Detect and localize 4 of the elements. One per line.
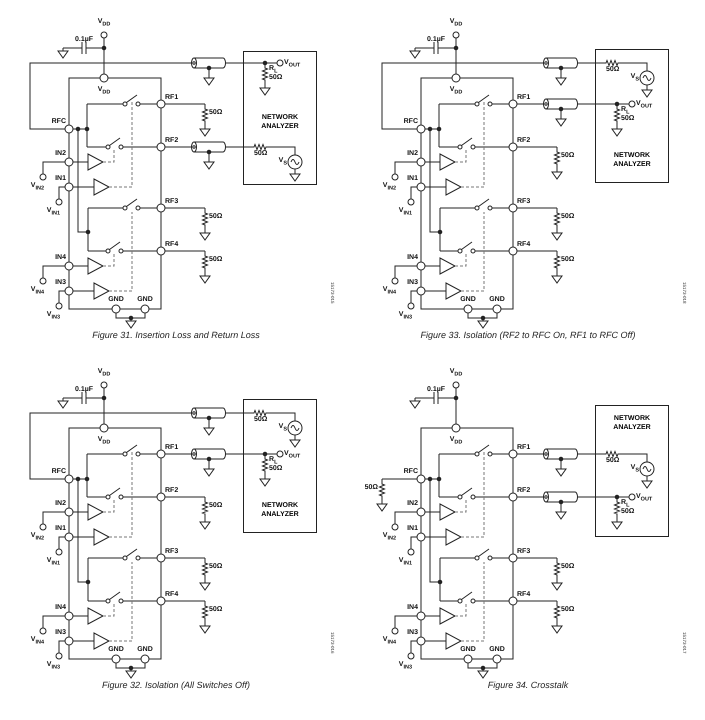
figure-caption: Figure 32. Isolation (All Switches Off) — [102, 680, 250, 690]
figure-caption: Figure 34. Crosstalk — [488, 680, 568, 690]
figure-caption: Figure 31. Insertion Loss and Return Loss — [92, 330, 260, 340]
figure-caption: Figure 33. Isolation (RF2 to RFC On, RF1 to RFC Off) — [420, 330, 636, 340]
